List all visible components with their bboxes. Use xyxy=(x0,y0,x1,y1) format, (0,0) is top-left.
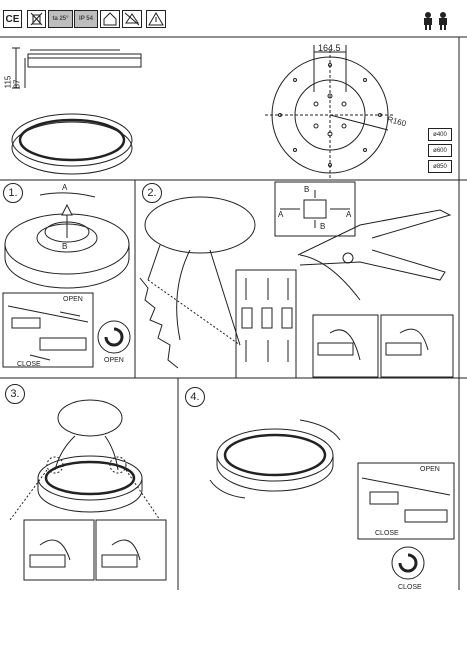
diameter-option-0: ø400 xyxy=(428,128,452,141)
warning-triangle-icon xyxy=(146,10,166,28)
step-number-3: 3. xyxy=(5,384,25,404)
diameter-option-2: ø850 xyxy=(428,160,452,173)
two-persons-icon xyxy=(421,12,451,30)
step-number-1: 1. xyxy=(3,183,23,203)
temperature-rating: ta 25° xyxy=(48,10,73,28)
arrow-label-b-bottom: B xyxy=(320,222,326,231)
dimension-width: 164.5 xyxy=(318,43,341,53)
close-label-step4: CLOSE xyxy=(375,530,399,537)
dimension-height-total: 115 xyxy=(3,75,13,89)
arrow-label-a-left: A xyxy=(278,210,284,219)
close-label-step1: CLOSE xyxy=(17,361,41,368)
arrow-label-b-step1: B xyxy=(62,242,68,251)
arrow-label-a-step1: A xyxy=(62,183,68,192)
dimension-height-body: 87 xyxy=(12,79,22,89)
ce-mark: CE xyxy=(3,10,22,28)
ip-rating: IP 54 xyxy=(74,10,98,28)
diameter-option-1: ø600 xyxy=(428,144,452,157)
no-lamp-cover-icon xyxy=(122,10,142,28)
step-number-2: 2. xyxy=(142,183,162,203)
close-label-dial-step4: CLOSE xyxy=(398,584,422,591)
open-label-dial-step1: OPEN xyxy=(104,357,124,364)
arrow-label-b-top: B xyxy=(304,185,310,194)
step-number-4: 4. xyxy=(185,387,205,407)
weee-bin-icon xyxy=(27,10,46,28)
arrow-label-a-right: A xyxy=(346,210,352,219)
open-label-step1: OPEN xyxy=(63,296,83,303)
indoor-house-icon xyxy=(100,10,120,28)
open-label-step4: OPEN xyxy=(420,466,440,473)
